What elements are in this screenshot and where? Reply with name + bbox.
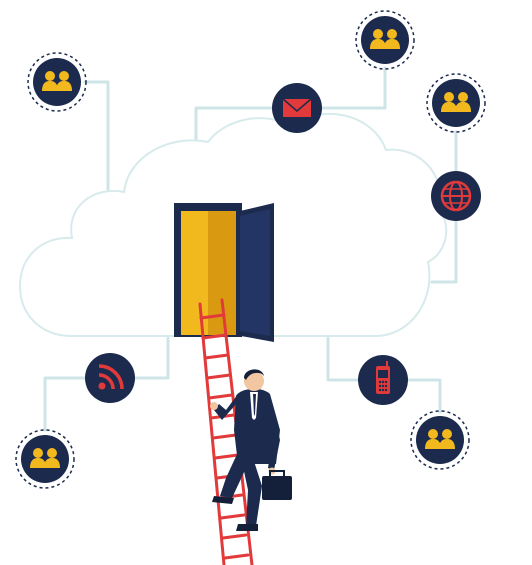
users-icon — [355, 10, 415, 70]
door — [174, 203, 274, 342]
phone-icon — [358, 355, 408, 405]
businessman — [210, 369, 292, 531]
rss-icon — [85, 353, 135, 403]
connector-lines — [43, 66, 458, 432]
mail-icon — [272, 83, 322, 133]
users-icon — [426, 73, 486, 133]
users-icon — [410, 410, 470, 470]
users-icon — [15, 429, 75, 489]
users-icon — [27, 52, 87, 112]
globe-icon — [431, 171, 481, 221]
